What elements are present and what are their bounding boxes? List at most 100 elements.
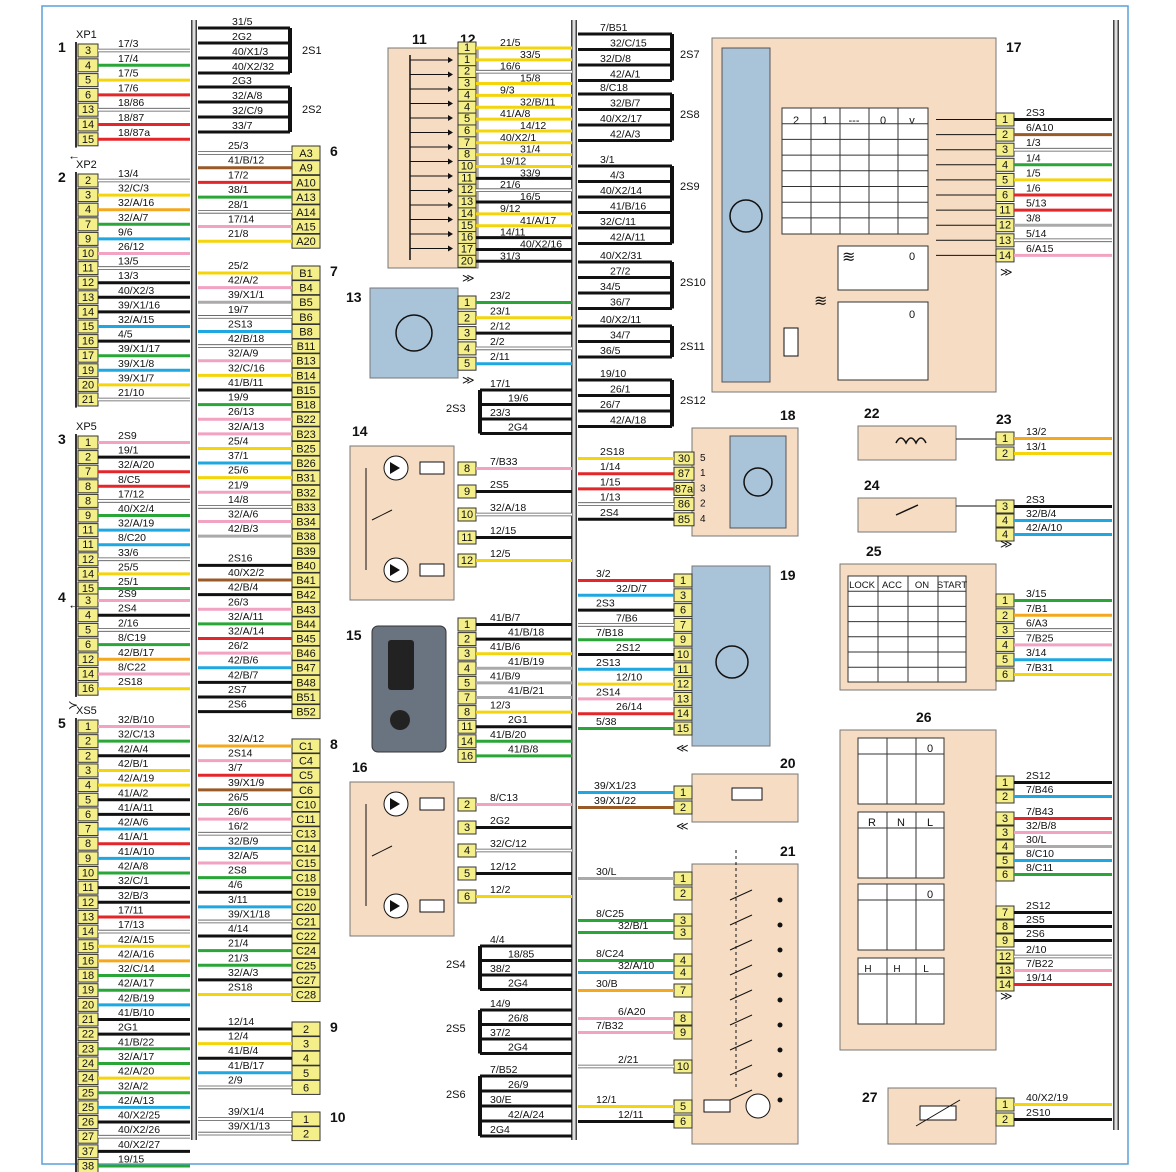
wire-code: 25/2 [228,260,249,272]
splice-label: 2S5 [446,1023,466,1035]
wire-code: 21/3 [228,952,249,964]
wire-code: 14/9 [490,998,511,1010]
wire-code: 19/9 [228,392,249,404]
pin-number: 8 [464,707,470,719]
wire-code: 32/A/10 [618,960,654,972]
wire-code: 40/X2/2 [228,567,264,579]
pin-number: 14 [999,250,1011,262]
wire-code: 42/B/18 [228,333,264,345]
switch-icon [729,1089,753,1101]
arrow-icon [448,57,453,63]
wire-code: 39/X1/7 [118,372,154,384]
wire-code: 40/X2/1 [500,132,536,144]
wire-code: 2S13 [228,318,253,330]
wire-code: 18/87a [118,127,150,139]
pin-number: B38 [296,531,316,543]
wire-code: 1/6 [1026,183,1041,195]
arrow-icon [448,245,453,252]
wire-code: 26/9 [508,1079,529,1091]
wire-code: 32/A/13 [228,421,264,433]
transistor-icon [729,199,763,233]
pin-number: 7 [464,692,470,704]
wire-code: 41/A/11 [118,802,154,814]
pin-number: 14 [82,306,94,318]
pin-number: 1 [1002,433,1008,445]
pin-number: 1 [1002,1099,1008,1111]
pin-number: 7 [680,619,686,631]
wiper-icon: ≋ [842,249,855,266]
switch-icon [729,964,753,976]
pin-number: 8 [1002,921,1008,933]
pin-number: 5 [680,1101,686,1113]
wire-code: 39/X1/8 [118,358,154,370]
component-number: 23 [996,411,1012,427]
resistor-icon [419,797,445,811]
wire-code: 17/11 [118,904,144,916]
wire-code: 2/21 [618,1054,639,1066]
wire-code: 32/A/5 [228,850,259,862]
wire-code: 32/D/8 [600,53,631,65]
wire-code: 41/B/11 [228,377,264,389]
pin-number: B15 [296,385,316,397]
pin-number: 11 [82,525,93,537]
wire-code: 32/A/12 [228,733,264,745]
led-icon [390,900,400,912]
aux-jack-icon [390,710,410,730]
wire-code: 31/5 [232,16,253,28]
pin-number: 9 [1002,935,1008,947]
pin-number: 11 [677,664,688,676]
wire-code: 2S3 [1026,107,1045,119]
pin-number: 2 [464,66,470,78]
pin-number: 10 [82,248,94,260]
pin-number: B48 [296,677,316,689]
pin-number: 5 [464,113,470,125]
arrow-icon [448,158,453,165]
pin-number: 1 [1002,777,1008,789]
contact-dot [777,1072,783,1078]
component-number: 24 [864,477,880,493]
pin-number: 9 [464,486,470,498]
wire-code: 13/1 [1026,441,1047,453]
pin-number: 3 [700,483,706,494]
wire-code: 39/X1/18 [228,908,270,920]
wire-code: 42/A/19 [118,773,154,785]
wire-code: 13/2 [1026,426,1047,438]
pin-number: 12 [82,654,94,666]
switch-position-label: 0 [927,889,933,901]
component-number: 17 [1006,39,1022,55]
pin-number: B13 [296,356,316,368]
pin-number: 11 [82,882,93,894]
wire-code: 32/A/20 [118,459,154,471]
contact-dot [777,1097,783,1103]
wire-code: 8/C22 [118,662,146,674]
switch-icon [729,1039,753,1051]
wire-code: 32/A/8 [232,90,263,102]
pin-number: 6 [1002,669,1008,681]
pin-number: 5 [1002,855,1008,867]
pin-number: 10 [677,1061,689,1073]
pin-number: 2 [1002,1114,1008,1126]
arrow-icon [448,173,453,179]
pin-number: B52 [296,707,316,719]
wire-code: 26/12 [118,241,144,253]
connector-8: 32/A/12C12S14C43/7C539/X1/9C626/5C1026/6… [228,733,321,1003]
pin-number: 20 [82,379,94,391]
pin-number: 21 [82,394,94,406]
pin-number: 11 [999,205,1010,217]
wire-code: 32/D/7 [616,583,647,595]
wire-code: 32/C/14 [118,963,155,975]
switch-position-label: 1 [822,115,828,127]
wire-code: 32/C/15 [610,38,647,50]
pin-number: 14 [461,736,473,748]
pin-number: B18 [296,400,316,412]
component-number: 9 [330,1019,338,1035]
pin-number: C11 [296,814,315,826]
wire-code: 1/4 [1026,152,1041,164]
wire-code: 6/A3 [1026,618,1048,630]
connector-c4: 32S942S452/1668/C191242/B/17148/C22162S1… [68,588,154,712]
component-number: 26 [916,709,932,725]
wire-code: 32/A/9 [228,348,259,360]
pin-number: B41 [296,575,316,587]
pin-number: 1 [680,787,686,799]
pin-number: C19 [296,887,316,899]
